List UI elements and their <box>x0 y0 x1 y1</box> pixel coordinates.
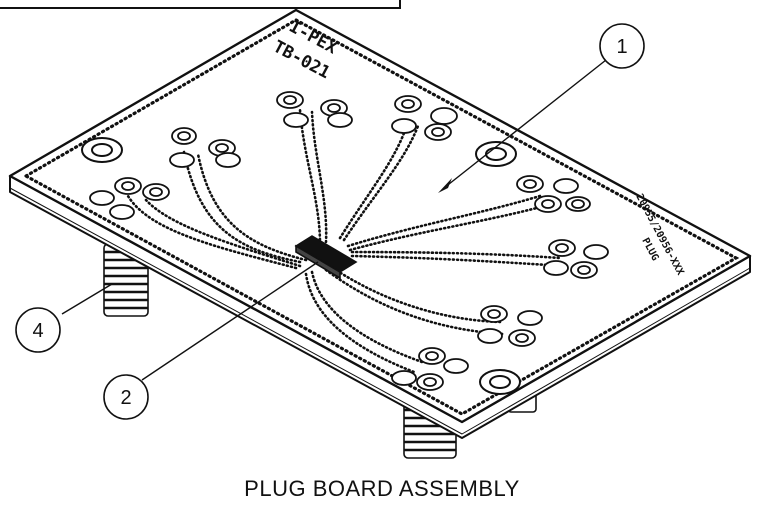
callout-2: 2 <box>103 374 149 420</box>
leader-line-4 <box>61 283 113 315</box>
pad-cluster <box>543 239 609 279</box>
pad-cluster <box>516 175 591 213</box>
title-frame <box>0 0 401 9</box>
pad-cluster <box>169 127 241 168</box>
callout-1-label: 1 <box>616 36 627 58</box>
pad-cluster <box>477 305 543 347</box>
callout-2-label: 2 <box>120 387 131 409</box>
leader-line-1 <box>443 59 607 189</box>
pad-cluster <box>391 347 469 391</box>
pad-clusters <box>89 91 609 391</box>
pad-cluster <box>276 91 353 128</box>
callout-4: 4 <box>15 307 61 353</box>
via-stitching <box>22 18 740 416</box>
leader-line-2 <box>141 261 319 381</box>
leader-lines <box>61 59 607 381</box>
pad-cluster <box>391 95 458 141</box>
pcb-board <box>8 8 752 439</box>
callout-4-label: 4 <box>32 320 43 342</box>
arrowhead-1 <box>438 178 452 193</box>
pad-cluster <box>89 177 170 220</box>
diagram-caption: PLUG BOARD ASSEMBLY <box>244 476 520 501</box>
callout-1: 1 <box>599 23 645 69</box>
